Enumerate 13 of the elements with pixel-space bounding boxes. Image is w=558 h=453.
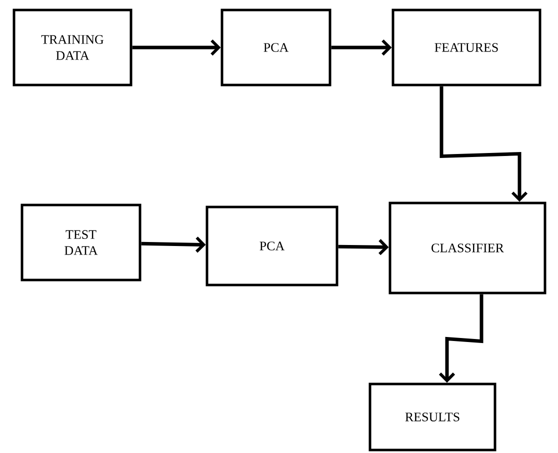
process-box: PCA [220, 8, 332, 86]
process-box: TRAINING DATA [12, 8, 132, 86]
process-box: RESULTS [368, 382, 496, 452]
process-box: PCA [206, 206, 338, 286]
arrow [331, 39, 392, 56]
arrow [438, 294, 484, 383]
arrow [141, 236, 206, 253]
process-box: TEST DATA [20, 204, 142, 282]
arrow [338, 239, 389, 256]
arrow [132, 39, 221, 56]
process-box: CLASSIFIER [388, 202, 546, 294]
arrow [440, 86, 528, 202]
process-box: FEATURES [392, 8, 542, 86]
